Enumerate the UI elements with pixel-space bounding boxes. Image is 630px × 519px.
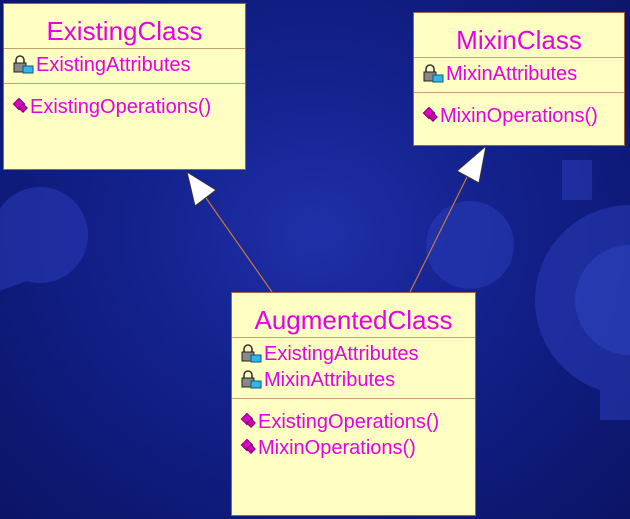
- gear-left-tooth: [0, 244, 35, 292]
- attribute-label: ExistingAttributes: [264, 343, 419, 365]
- gear-right-tooth-top: [562, 160, 592, 200]
- attribute-row[interactable]: ExistingAttributes: [12, 52, 245, 78]
- attribute-row[interactable]: ExistingAttributes: [240, 341, 475, 367]
- operation-row[interactable]: ExistingOperations(): [12, 94, 245, 120]
- existing-class-name: ExistingClass: [4, 4, 245, 49]
- operation-label: MixinOperations(): [440, 105, 598, 127]
- existing-class-operations: ExistingOperations(): [4, 83, 245, 125]
- attribute-label: MixinAttributes: [446, 63, 578, 85]
- augmented-class-box[interactable]: AugmentedClass ExistingAttributes MixinA…: [231, 292, 476, 516]
- operation-row[interactable]: MixinOperations(): [422, 103, 624, 129]
- lock-attribute-icon: [241, 344, 262, 363]
- attribute-row[interactable]: MixinAttributes: [240, 367, 475, 393]
- gear-center-icon: [426, 201, 514, 289]
- gear-right-hub: [575, 245, 630, 355]
- operation-label: ExistingOperations(): [30, 96, 212, 118]
- augmented-class-name: AugmentedClass: [232, 293, 475, 338]
- mixin-class-box[interactable]: MixinClass MixinAttributes MixinOperatio…: [413, 12, 625, 146]
- diamond-operation-icon: [240, 439, 256, 454]
- lock-attribute-icon: [423, 64, 444, 83]
- attribute-label: ExistingAttributes: [36, 54, 191, 76]
- existing-class-box[interactable]: ExistingClass ExistingAttributes Existin…: [3, 3, 246, 170]
- operation-label: MixinOperations(): [258, 437, 416, 459]
- gear-right-icon: [535, 205, 630, 395]
- diamond-operation-icon: [12, 98, 28, 113]
- augmented-class-operations: ExistingOperations() MixinOperations(): [232, 398, 475, 466]
- lock-attribute-icon: [13, 55, 34, 74]
- diamond-operation-icon: [422, 107, 438, 122]
- diamond-operation-icon: [240, 413, 256, 428]
- operation-row[interactable]: MixinOperations(): [240, 435, 475, 461]
- attribute-label: MixinAttributes: [264, 369, 396, 391]
- existing-class-attributes: ExistingAttributes: [4, 49, 245, 83]
- gear-right-tooth-bottom: [600, 390, 630, 420]
- augmented-class-attributes: ExistingAttributes MixinAttributes: [232, 338, 475, 398]
- lock-attribute-icon: [241, 370, 262, 389]
- mixin-class-attributes: MixinAttributes: [414, 58, 624, 92]
- operation-row[interactable]: ExistingOperations(): [240, 409, 475, 435]
- mixin-class-name: MixinClass: [414, 13, 624, 58]
- mixin-class-operations: MixinOperations(): [414, 92, 624, 134]
- attribute-row[interactable]: MixinAttributes: [422, 61, 624, 87]
- operation-label: ExistingOperations(): [258, 411, 440, 433]
